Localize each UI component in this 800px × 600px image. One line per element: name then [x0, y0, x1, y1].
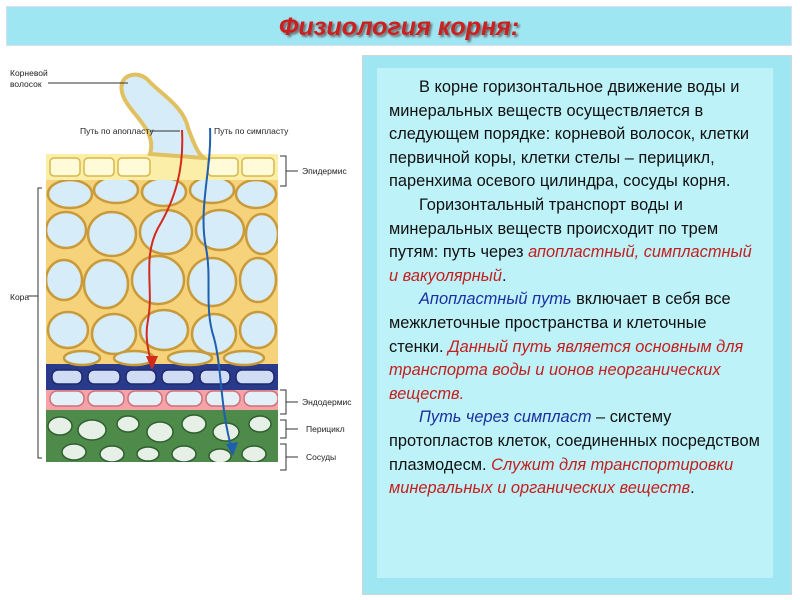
paragraph-1-text: В корне горизонтальное движение воды и м… — [389, 78, 750, 191]
paragraph-4-text: – систему протопластов клеток, соединенн… — [389, 408, 760, 474]
label-root-hair-1: Корневой — [10, 68, 48, 78]
paragraph-3-text: включает в себя все межклеточные простра… — [389, 290, 731, 356]
title-bar: Физиология корня: — [6, 6, 792, 46]
root-cross-section-diagram: Кора Эпидермис Эндодермис Перицикл Сосуд… — [8, 58, 352, 488]
label-symplast-path: Путь по симпласту — [214, 126, 289, 136]
epidermis-bracket — [280, 155, 287, 187]
label-root-hair-2: волосок — [10, 79, 42, 89]
paragraph-3: Апопластный путь включает в себя все меж… — [389, 288, 763, 406]
text-panel: В корне горизонтальное движение воды и м… — [362, 55, 792, 595]
symplast-highlight: Служит для транспортировки минеральных и… — [389, 455, 734, 498]
vessels-bracket — [280, 443, 287, 471]
cortex-bracket — [37, 187, 42, 459]
paragraph-1: В корне горизонтальное движение воды и м… — [389, 76, 763, 194]
label-cortex: Кора — [10, 292, 29, 302]
root-hair — [119, 72, 212, 161]
label-vessels: Сосуды — [306, 452, 336, 462]
paragraph-2-text: Горизонтальный транспорт воды и минераль… — [389, 195, 719, 262]
root-diagram-svg: Кора Эпидермис Эндодермис Перицикл Сосуд… — [10, 68, 352, 471]
paragraph-2-end: . — [501, 266, 507, 285]
paths-list-highlight: апопластный, симпластный и вакуолярный — [389, 243, 752, 285]
tissue — [46, 154, 278, 462]
paragraph-2: Горизонтальный транспорт воды и минераль… — [389, 194, 763, 288]
symplast-arrowhead — [226, 442, 238, 456]
apoplast-arrowhead — [146, 356, 158, 370]
page-title: Физиология корня: — [278, 13, 520, 41]
label-endodermis: Эндодермис — [302, 397, 352, 407]
pericycle-bracket — [280, 419, 287, 439]
paragraph-4-end: . — [690, 479, 695, 498]
paragraph-4: Путь через симпласт – систему протопласт… — [389, 406, 763, 500]
symplast-arrow — [202, 127, 233, 451]
label-apoplast-path: Путь по апопласту — [80, 126, 154, 136]
cortex-cells — [46, 175, 278, 367]
apoplast-term: Апопластный путь — [419, 290, 572, 309]
symplast-term: Путь через симпласт — [419, 408, 592, 427]
apoplast-arrow — [145, 129, 184, 367]
text-body: В корне горизонтальное движение воды и м… — [377, 68, 773, 578]
apoplast-highlight: Данный путь является основным для трансп… — [389, 337, 744, 403]
label-pericycle: Перицикл — [306, 424, 345, 434]
endodermis-bracket — [280, 389, 287, 415]
label-epidermis: Эпидермис — [302, 166, 347, 176]
